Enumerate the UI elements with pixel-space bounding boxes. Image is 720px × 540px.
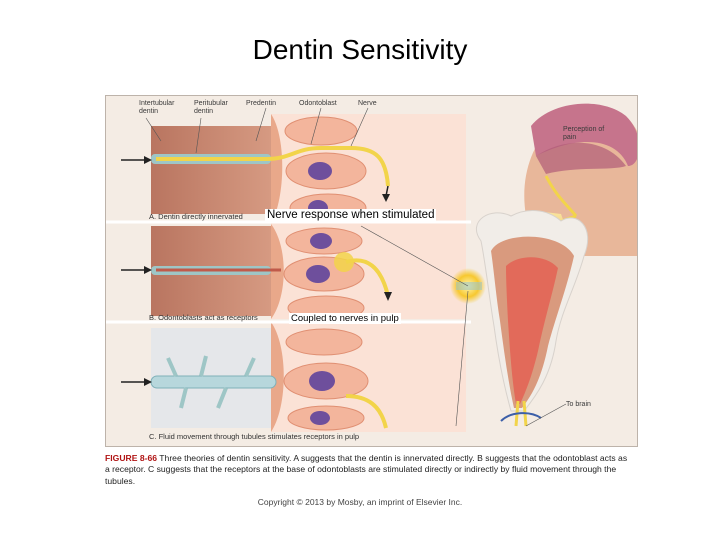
panel-a-illustration (121, 114, 466, 224)
label-intertubular-dentin: Intertubular dentin (139, 100, 175, 115)
panel-b-illustration (121, 224, 466, 321)
panel-b-caption: B. Odontoblasts act as receptors (149, 313, 258, 322)
panel-a-caption: A. Dentin directly innervated (149, 212, 243, 221)
figure-illustration (106, 103, 637, 432)
tooth-illustration (475, 210, 589, 427)
caption-text: Three theories of dentin sensitivity. A … (105, 453, 628, 486)
panel-c-caption: C. Fluid movement through tubules stimul… (149, 432, 360, 441)
figure-caption: FIGURE 8-66 Three theories of dentin sen… (105, 453, 630, 487)
overlay-nerve-response: Nerve response when stimulated (265, 209, 437, 221)
figure-number: FIGURE 8-66 (105, 453, 158, 463)
label-perception-of-pain: Perception of pain (563, 126, 605, 141)
panel-c-illustration (121, 322, 466, 432)
label-odontoblast: Odontoblast (299, 100, 337, 107)
label-peritubular-dentin: Peritubular dentin (194, 100, 228, 115)
dentin-sensitivity-figure: Intertubular dentin Peritubular dentin P… (105, 95, 638, 447)
slide-title: Dentin Sensitivity (252, 34, 468, 65)
overlay-coupled-to-nerves: Coupled to nerves in pulp (289, 313, 401, 324)
label-to-brain: To brain (566, 401, 591, 408)
label-nerve: Nerve (358, 100, 377, 107)
label-predentin: Predentin (246, 100, 276, 107)
copyright-notice: Copyright © 2013 by Mosby, an imprint of… (257, 497, 463, 507)
